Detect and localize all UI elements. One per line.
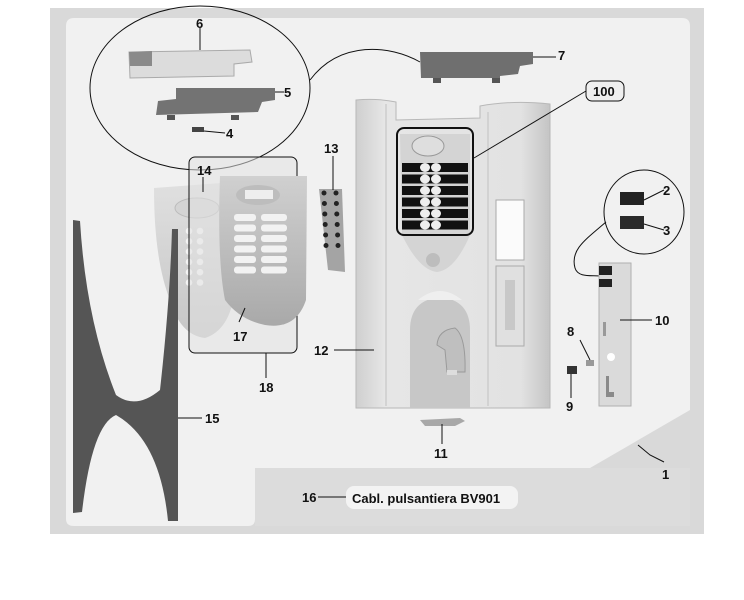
part-small-knob xyxy=(192,127,204,132)
callout-label-100: 100 xyxy=(593,84,615,99)
board-button xyxy=(333,190,339,196)
keypad-slot xyxy=(234,256,256,263)
board-button xyxy=(335,232,341,238)
keypad-slot xyxy=(234,245,256,253)
callout-label-11: 11 xyxy=(434,446,448,461)
keypad-slot xyxy=(234,214,256,221)
board-button xyxy=(322,211,328,217)
callout-label-17: 17 xyxy=(233,329,247,344)
board-button xyxy=(334,222,340,227)
keypad-button xyxy=(431,197,441,207)
callout-label-2: 2 xyxy=(663,183,670,198)
keypad-slot xyxy=(261,235,287,242)
callout-label-16: 16 xyxy=(302,490,316,505)
keypad-slot xyxy=(261,224,287,232)
callout-label-8: 8 xyxy=(567,324,574,339)
callout-label-9: 9 xyxy=(566,399,573,414)
detail-ellipse-labels xyxy=(603,169,685,255)
keypad-button xyxy=(431,163,441,172)
keypad-slot xyxy=(234,224,256,232)
part-decor-panel xyxy=(73,220,178,521)
part-nayax-label xyxy=(620,216,644,229)
board-button xyxy=(334,211,340,217)
callout-label-3: 3 xyxy=(663,223,670,238)
board-button xyxy=(321,201,327,206)
callout-label-18: 18 xyxy=(259,380,273,395)
keypad-button xyxy=(420,209,430,218)
part-top-cover xyxy=(420,52,533,83)
callout-label-15: 15 xyxy=(205,411,219,426)
part-keypad-cover xyxy=(219,176,307,326)
keypad-button xyxy=(431,209,441,218)
callout-label-12: 12 xyxy=(314,343,328,358)
part-led-label xyxy=(620,192,644,205)
part-lock-cylinder xyxy=(567,366,577,374)
keypad-slot xyxy=(234,266,256,274)
callout-label-7: 7 xyxy=(558,48,565,63)
callout-label-1: 1 xyxy=(662,467,669,482)
board-button xyxy=(333,201,339,206)
keypad-complete-highlight xyxy=(396,127,474,236)
base-leader xyxy=(637,444,665,463)
part-button-board xyxy=(319,189,345,272)
callout-label-5: 5 xyxy=(284,85,291,100)
cable-caption-box xyxy=(346,486,518,509)
part-top-cover-lid xyxy=(128,49,253,79)
board-button xyxy=(321,190,327,196)
callout-label-4: 4 xyxy=(226,126,234,141)
keypad-slot xyxy=(234,235,256,242)
callout-label-10: 10 xyxy=(655,313,669,328)
keypad-slot xyxy=(261,266,287,274)
part-front-door xyxy=(355,98,551,409)
callout-label-13: 13 xyxy=(324,141,338,156)
keypad-slot xyxy=(261,214,287,221)
callout-label-6: 6 xyxy=(196,16,203,31)
keypad-button xyxy=(420,220,430,230)
keypad-button xyxy=(420,174,430,184)
keypad-button xyxy=(431,186,441,195)
callout-label-14: 14 xyxy=(197,163,212,178)
keypad-button xyxy=(420,163,430,172)
board-button xyxy=(322,222,328,227)
keypad-slot xyxy=(261,256,287,263)
part-drip-tray-grid xyxy=(420,418,465,426)
board-button xyxy=(323,232,329,238)
cable-caption: Cabl. pulsantiera BV901 xyxy=(352,491,500,506)
ellipse-connector xyxy=(309,48,421,81)
keypad-button xyxy=(431,174,441,184)
keypad-button xyxy=(420,186,430,195)
keypad-slot xyxy=(261,245,287,253)
labels-connector xyxy=(573,221,607,277)
keypad-button xyxy=(431,220,441,230)
part-top-cover-base xyxy=(156,88,275,120)
part-side-panel xyxy=(598,262,632,407)
keypad-button xyxy=(420,197,430,207)
part-lock-insert xyxy=(586,360,594,366)
board-button xyxy=(323,243,329,248)
board-button xyxy=(335,243,341,248)
